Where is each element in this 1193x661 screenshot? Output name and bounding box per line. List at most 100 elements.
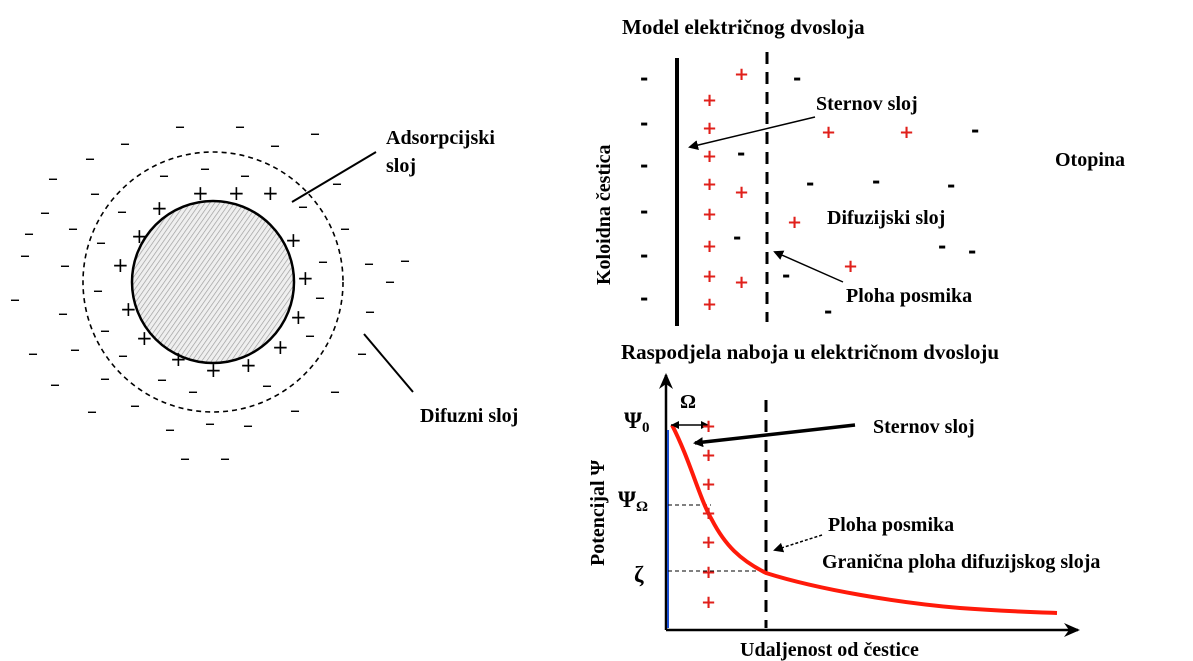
minus-sign: – <box>157 367 167 391</box>
model-minus-signs: - - - - - - - - - - - <box>733 66 979 323</box>
plus-sign: + <box>702 294 717 315</box>
minus-sign: – <box>68 216 78 240</box>
omega-double-arrow <box>671 421 709 429</box>
minus-sign: - <box>947 173 955 197</box>
diffuse-layer-label: Difuzni sloj <box>420 405 518 427</box>
minus-sign: – <box>200 156 210 180</box>
plus-sign: + <box>228 181 245 205</box>
diffuse-boundary-circle <box>82 151 344 413</box>
particle-core <box>130 199 296 365</box>
plus-sign: + <box>240 353 257 377</box>
potential-axis-label: Potencijal Ψ <box>587 459 609 566</box>
shear-plane-label: Ploha posmika <box>828 514 954 536</box>
minus-sign: – <box>48 166 58 190</box>
adsorbed-plus-signs: + + + + + + + + + + + + + + + <box>112 181 314 382</box>
minus-sign: – <box>318 249 328 273</box>
plus-sign: + <box>701 445 716 466</box>
minus-sign: – <box>90 181 100 205</box>
minus-sign: – <box>220 446 230 470</box>
solution-label: Otopina <box>1055 149 1125 171</box>
plus-sign: + <box>701 562 716 583</box>
minus-sign: – <box>364 251 374 275</box>
psi0-label: Ψ0 <box>624 408 649 436</box>
minus-sign: – <box>330 379 340 403</box>
plus-sign: + <box>701 503 716 524</box>
minus-sign: – <box>205 411 215 435</box>
plus-sign: + <box>843 256 858 277</box>
minus-sign: – <box>130 393 140 417</box>
minus-sign: – <box>70 337 80 361</box>
minus-sign: – <box>298 194 308 218</box>
minus-sign: – <box>159 163 169 187</box>
shear-plane-arrow <box>773 250 844 283</box>
minus-sign: – <box>315 285 325 309</box>
colloid-particle-label: Koloidna čestica <box>593 144 615 285</box>
minus-sign: - <box>806 171 814 195</box>
minus-sign: – <box>96 230 106 254</box>
minus-sign: - <box>733 225 741 249</box>
minus-sign: - <box>640 286 648 310</box>
plus-sign: + <box>701 532 716 553</box>
plus-sign: + <box>272 335 289 359</box>
omega-label: Ω <box>680 391 696 413</box>
distribution-plus-signs: + + + + + + + <box>701 416 716 613</box>
adsorption-layer-label: Adsorpcijski <box>386 127 495 149</box>
minus-sign: - <box>640 153 648 177</box>
plus-sign: + <box>702 204 717 225</box>
plus-sign: + <box>151 196 168 220</box>
shear-plane-arrow <box>773 534 823 553</box>
model-title: Model električnog dvosloja <box>622 15 865 39</box>
minus-sign: – <box>118 343 128 367</box>
minus-sign: - <box>782 263 790 287</box>
plus-sign: + <box>734 272 749 293</box>
diffuse-leader-line <box>363 333 414 393</box>
minus-sign: – <box>24 221 34 245</box>
plus-sign: + <box>702 236 717 257</box>
minus-sign: – <box>10 287 20 311</box>
minus-sign: - <box>640 66 648 90</box>
psi-omega-label: ΨΩ <box>618 487 648 515</box>
minus-sign: - <box>968 239 976 263</box>
minus-sign: – <box>270 133 280 157</box>
minus-sign: – <box>28 341 38 365</box>
plus-sign: + <box>285 228 302 252</box>
minus-sign: – <box>188 379 198 403</box>
plus-sign: + <box>131 224 148 248</box>
minus-sign: - <box>938 234 946 258</box>
plus-sign: + <box>112 253 129 277</box>
minus-sign: – <box>100 318 110 342</box>
minus-sign: – <box>85 146 95 170</box>
plus-sign: + <box>899 122 914 143</box>
minus-sign: – <box>262 373 272 397</box>
minus-sign: – <box>400 248 410 272</box>
plus-sign: + <box>702 90 717 111</box>
minus-sign: - <box>872 169 880 193</box>
plus-sign: + <box>290 305 307 329</box>
minus-sign: – <box>165 417 175 441</box>
colloid-particle-figure: + + + + + + + + + + + + + + + – – – – – … <box>10 114 518 470</box>
minus-sign: – <box>310 121 320 145</box>
model-plus-signs: + + + + + + + + + + + + + + + <box>702 64 914 315</box>
zeta-label: ζ <box>634 562 644 587</box>
plus-sign: + <box>192 181 209 205</box>
plus-sign: + <box>702 266 717 287</box>
stern-arrow <box>693 423 856 448</box>
stern-layer-label: Sternov sloj <box>816 93 918 115</box>
boundary-label: Granična ploha difuzijskog sloja <box>822 551 1100 573</box>
minus-sign: - <box>793 66 801 90</box>
minus-sign: – <box>340 216 350 240</box>
distance-axis-label: Udaljenost od čestice <box>740 639 919 661</box>
minus-sign: - <box>640 243 648 267</box>
minus-sign: – <box>175 114 185 138</box>
minus-sign: – <box>305 323 315 347</box>
minus-sign: - <box>737 141 745 165</box>
minus-sign: – <box>385 269 395 293</box>
plus-sign: + <box>702 146 717 167</box>
minus-sign: – <box>180 446 190 470</box>
minus-sign: – <box>93 278 103 302</box>
plus-sign: + <box>120 297 137 321</box>
adsorption-layer-label-2: sloj <box>386 155 416 177</box>
plus-sign: + <box>170 347 187 371</box>
counter-ion-minus-signs: – – – – – – – – – – – – – – – – – – – – … <box>10 114 410 470</box>
